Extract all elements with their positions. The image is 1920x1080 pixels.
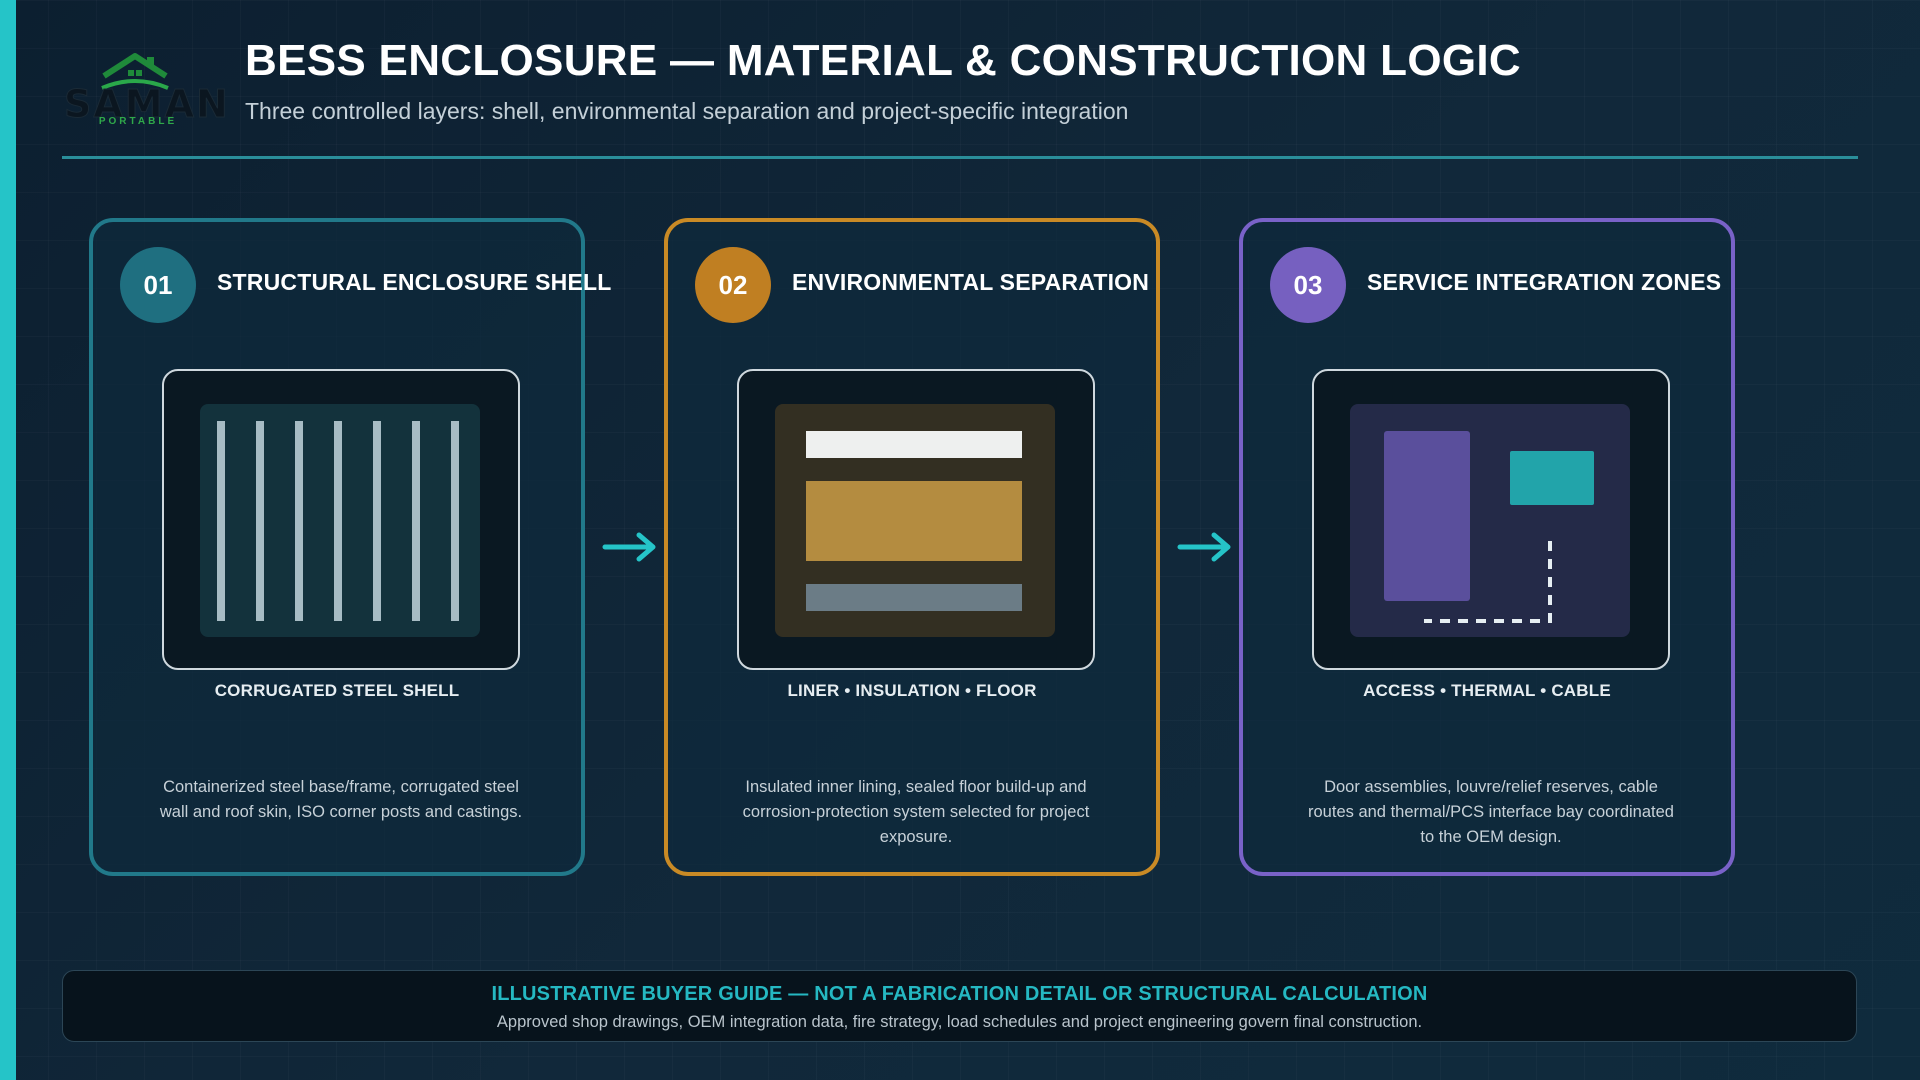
- disclaimer-title: ILLUSTRATIVE BUYER GUIDE — NOT A FABRICA…: [491, 983, 1428, 1005]
- brand-name: SAMAN: [64, 82, 230, 127]
- integration-zones-illustration: [1312, 369, 1670, 670]
- card-caption: LINER • INSULATION • FLOOR: [787, 681, 1037, 700]
- disclaimer-note: Approved shop drawings, OEM integration …: [496, 1013, 1423, 1031]
- page-title: BESS ENCLOSURE — MATERIAL & CONSTRUCTION…: [245, 36, 1521, 85]
- liner-layer: [806, 431, 1022, 458]
- arrow-right-icon: [602, 532, 656, 562]
- card-caption: CORRUGATED STEEL SHELL: [214, 681, 460, 700]
- card-description: Insulated inner lining, sealed floor bui…: [742, 778, 1090, 846]
- card-title: SERVICE INTEGRATION ZONES: [1367, 269, 1722, 295]
- layer-card-service-integration: 03 SERVICE INTEGRATION ZONES ACCESS • TH…: [1239, 218, 1735, 876]
- corrugation-ribs: [217, 421, 459, 621]
- brand-logo: SAMAN PORTABLE: [64, 52, 230, 132]
- cable-route: [1424, 541, 1552, 623]
- door-zone: [1384, 431, 1470, 601]
- insulation-layer: [806, 481, 1022, 561]
- layered-liner-illustration: [737, 369, 1095, 670]
- card-description: Door assemblies, louvre/relief reserves,…: [1308, 778, 1674, 846]
- page-subtitle: Three controlled layers: shell, environm…: [245, 98, 1129, 124]
- brand-tagline: PORTABLE: [98, 116, 178, 127]
- left-accent-bar: [0, 0, 16, 1080]
- arrow-right-icon: [1177, 532, 1231, 562]
- card-caption: ACCESS • THERMAL • CABLE: [1363, 681, 1611, 700]
- step-badge: 01: [120, 247, 196, 323]
- floor-layer: [806, 584, 1022, 611]
- disclaimer-banner: ILLUSTRATIVE BUYER GUIDE — NOT A FABRICA…: [62, 970, 1857, 1042]
- thermal-bay-zone: [1510, 451, 1594, 505]
- layer-card-environmental-separation: 02 ENVIRONMENTAL SEPARATION LINER • INSU…: [664, 218, 1160, 876]
- house-roof-icon: [101, 53, 169, 90]
- header-divider: [62, 156, 1858, 159]
- step-badge: 03: [1270, 247, 1346, 323]
- card-title: STRUCTURAL ENCLOSURE SHELL: [217, 269, 612, 295]
- card-title: ENVIRONMENTAL SEPARATION: [792, 269, 1150, 295]
- card-description: Containerized steel base/frame, corrugat…: [159, 778, 523, 821]
- step-badge: 02: [695, 247, 771, 323]
- corrugated-steel-illustration: [162, 369, 520, 670]
- layer-card-structural-shell: 01 STRUCTURAL ENCLOSURE SHELL CORRUGATED…: [89, 218, 611, 876]
